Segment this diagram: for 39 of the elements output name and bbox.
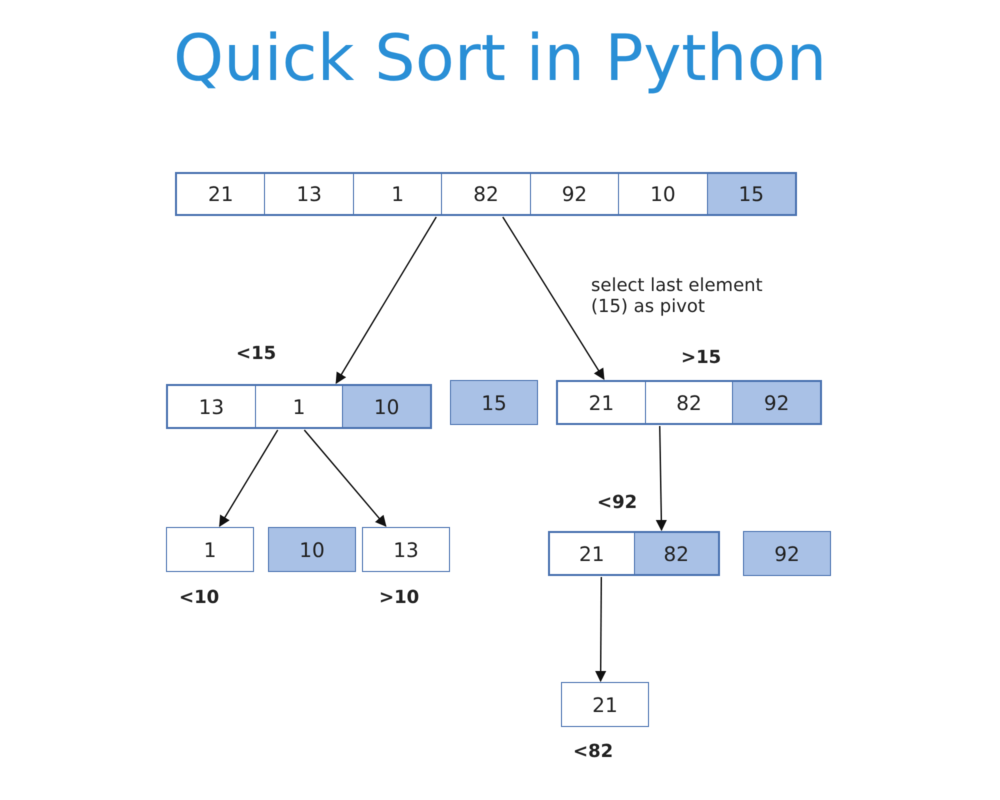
title: Quick Sort in Python bbox=[172, 22, 828, 96]
array-cell: 82 bbox=[441, 173, 531, 215]
array-cell: 21 bbox=[549, 532, 634, 575]
note: select last element (15) as pivot bbox=[591, 275, 764, 317]
array-cell: 13 bbox=[264, 173, 354, 215]
array-cell: 1 bbox=[352, 173, 442, 215]
arrow bbox=[502, 216, 604, 380]
arrow bbox=[656, 426, 667, 532]
partition-label: <15 bbox=[236, 343, 276, 364]
array-cell: 21 bbox=[557, 381, 646, 424]
arrow bbox=[304, 430, 386, 527]
arrow bbox=[219, 430, 278, 527]
pivot-cell: 92 bbox=[732, 381, 821, 424]
pivot-cell: 92 bbox=[743, 531, 831, 576]
array-cell: 82 bbox=[644, 381, 734, 424]
pivot-cell: 82 bbox=[634, 532, 719, 575]
pivot-cell: 15 bbox=[450, 380, 538, 425]
array-cell: 10 bbox=[618, 173, 708, 215]
array-cell: 1 bbox=[254, 385, 344, 428]
array-cell: 13 bbox=[362, 527, 450, 572]
array-cell: 1 bbox=[166, 527, 254, 572]
partition-label: <92 bbox=[597, 492, 638, 513]
pivot-cell: 15 bbox=[706, 173, 796, 215]
arrow bbox=[595, 577, 606, 682]
partition-label: >15 bbox=[681, 347, 722, 368]
array-cell: 21 bbox=[561, 682, 649, 727]
arrow bbox=[336, 216, 437, 384]
array-cell: 21 bbox=[176, 173, 266, 215]
partition-label: <82 bbox=[573, 741, 614, 762]
array-cell: 92 bbox=[530, 173, 620, 215]
array-box bbox=[166, 384, 432, 429]
pivot-cell: 10 bbox=[268, 527, 356, 572]
array-box bbox=[548, 531, 720, 576]
array-cell: 13 bbox=[167, 385, 256, 428]
array-box bbox=[175, 172, 797, 216]
array-box bbox=[556, 380, 822, 425]
partition-label: <10 bbox=[179, 587, 220, 608]
pivot-cell: 10 bbox=[342, 385, 431, 428]
partition-label: >10 bbox=[379, 587, 420, 608]
